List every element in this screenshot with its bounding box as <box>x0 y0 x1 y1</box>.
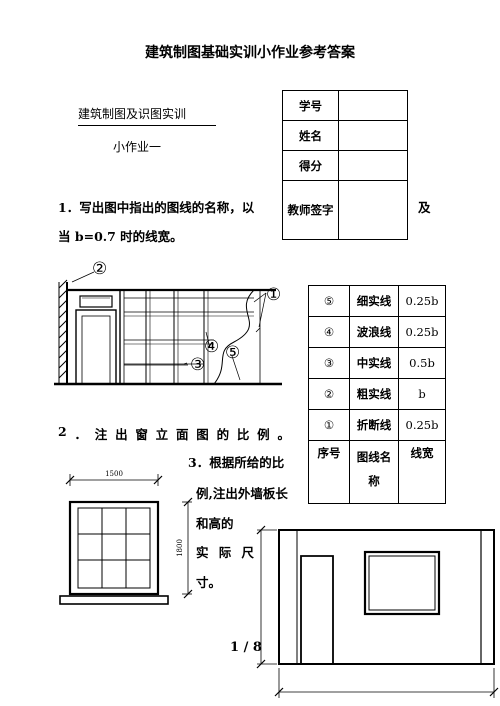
table-row: ② 粗实线 b <box>308 378 446 410</box>
student-id-label: 学号 <box>282 90 339 121</box>
row-name: 细实线 <box>349 285 399 317</box>
header-name: 图线名称 <box>349 440 399 504</box>
row-num: ④ <box>308 316 350 348</box>
row-width: 0.25b <box>398 316 446 348</box>
question3-line5: 寸。 <box>196 575 222 590</box>
row-name: 折断线 <box>349 409 399 441</box>
row-num: ⑤ <box>308 285 350 317</box>
question1-line2: 当 b=0.7 时的线宽。 <box>58 229 183 244</box>
q2-char: 比 <box>236 427 250 442</box>
teacher-sign-field[interactable] <box>338 180 408 240</box>
row-width: 0.5b <box>398 347 446 379</box>
question3-line2: 例,注出外墙板长 <box>196 486 288 501</box>
table-row: ⑤ 细实线 0.25b <box>308 285 446 317</box>
label-4: ④ <box>204 337 219 357</box>
window-elevation-figure: 1500 1800 <box>59 470 193 605</box>
row-width: 0.25b <box>398 409 446 441</box>
name-field[interactable] <box>338 120 408 151</box>
row-name: 粗实线 <box>349 378 399 410</box>
q3-char: 尺 <box>241 545 254 560</box>
q2-char: 立 <box>155 427 169 442</box>
student-id-field[interactable] <box>338 90 408 121</box>
row-name: 中实线 <box>349 347 399 379</box>
question2-text: 2 ． 注 出 窗 立 面 图 的 比 例 。 <box>58 424 290 443</box>
question3-line1: 3．根据所给的比 <box>188 455 285 470</box>
wall-panel-figure <box>256 525 499 698</box>
q2-char: 出 <box>115 427 128 442</box>
question3-line3: 和高的 <box>196 516 234 531</box>
label-5: ⑤ <box>225 343 240 363</box>
row-width: 0.25b <box>398 285 446 317</box>
scale-label: 1 / 8 <box>230 640 262 655</box>
q3-char: 际 <box>218 545 232 560</box>
q2-char: 注 <box>94 427 108 442</box>
q2-char: 。 <box>277 427 290 442</box>
score-label: 得分 <box>282 150 339 181</box>
question1-tail: 及 <box>418 200 431 215</box>
table-header-row: 序号 图线名称 线宽 <box>308 440 446 504</box>
row-num: ② <box>308 378 350 410</box>
q2-char: 图 <box>196 427 209 442</box>
assignment-name: 小作业一 <box>113 140 162 154</box>
line-types-table: ⑤ 细实线 0.25b ④ 波浪线 0.25b ③ 中实线 0.5b ② 粗实线… <box>308 285 446 504</box>
name-label: 姓名 <box>282 120 339 151</box>
student-info-table: 学号 姓名 得分 教师签字 <box>282 90 408 240</box>
q2-char: 2 <box>58 424 67 439</box>
q2-char: 的 <box>216 427 230 442</box>
question3-line4: 实 际 尺 <box>196 542 254 561</box>
q2-char: ． <box>74 427 87 442</box>
q2-char: 面 <box>175 427 189 442</box>
row-num: ③ <box>308 347 350 379</box>
score-field[interactable] <box>338 150 408 181</box>
header-width: 线宽 <box>398 440 446 504</box>
window-width-dim: 1500 <box>105 470 123 478</box>
row-num: ① <box>308 409 350 441</box>
page-title: 建筑制图基础实训小作业参考答案 <box>145 45 355 61</box>
q2-char: 例 <box>257 427 270 442</box>
table-row: ④ 波浪线 0.25b <box>308 316 446 348</box>
header-num: 序号 <box>308 440 350 504</box>
course-name: 建筑制图及识图实训 <box>78 107 187 121</box>
q3-char: 实 <box>196 545 209 560</box>
table-row: ③ 中实线 0.5b <box>308 347 446 379</box>
label-1: ① <box>266 285 281 305</box>
row-name: 波浪线 <box>349 316 399 348</box>
teacher-sign-label: 教师签字 <box>282 180 339 240</box>
table-row: ① 折断线 0.25b <box>308 409 446 441</box>
label-2: ② <box>92 259 107 279</box>
divider <box>78 125 216 126</box>
wall-elevation-figure: ② ① ④ ⑤ ③ <box>54 259 282 386</box>
question1-line1: 1．写出图中指出的图线的名称，以 <box>58 200 255 215</box>
q2-char: 窗 <box>135 427 148 442</box>
row-width: b <box>398 378 446 410</box>
window-height-dim: 1800 <box>176 539 184 557</box>
label-3: ③ <box>190 355 205 375</box>
